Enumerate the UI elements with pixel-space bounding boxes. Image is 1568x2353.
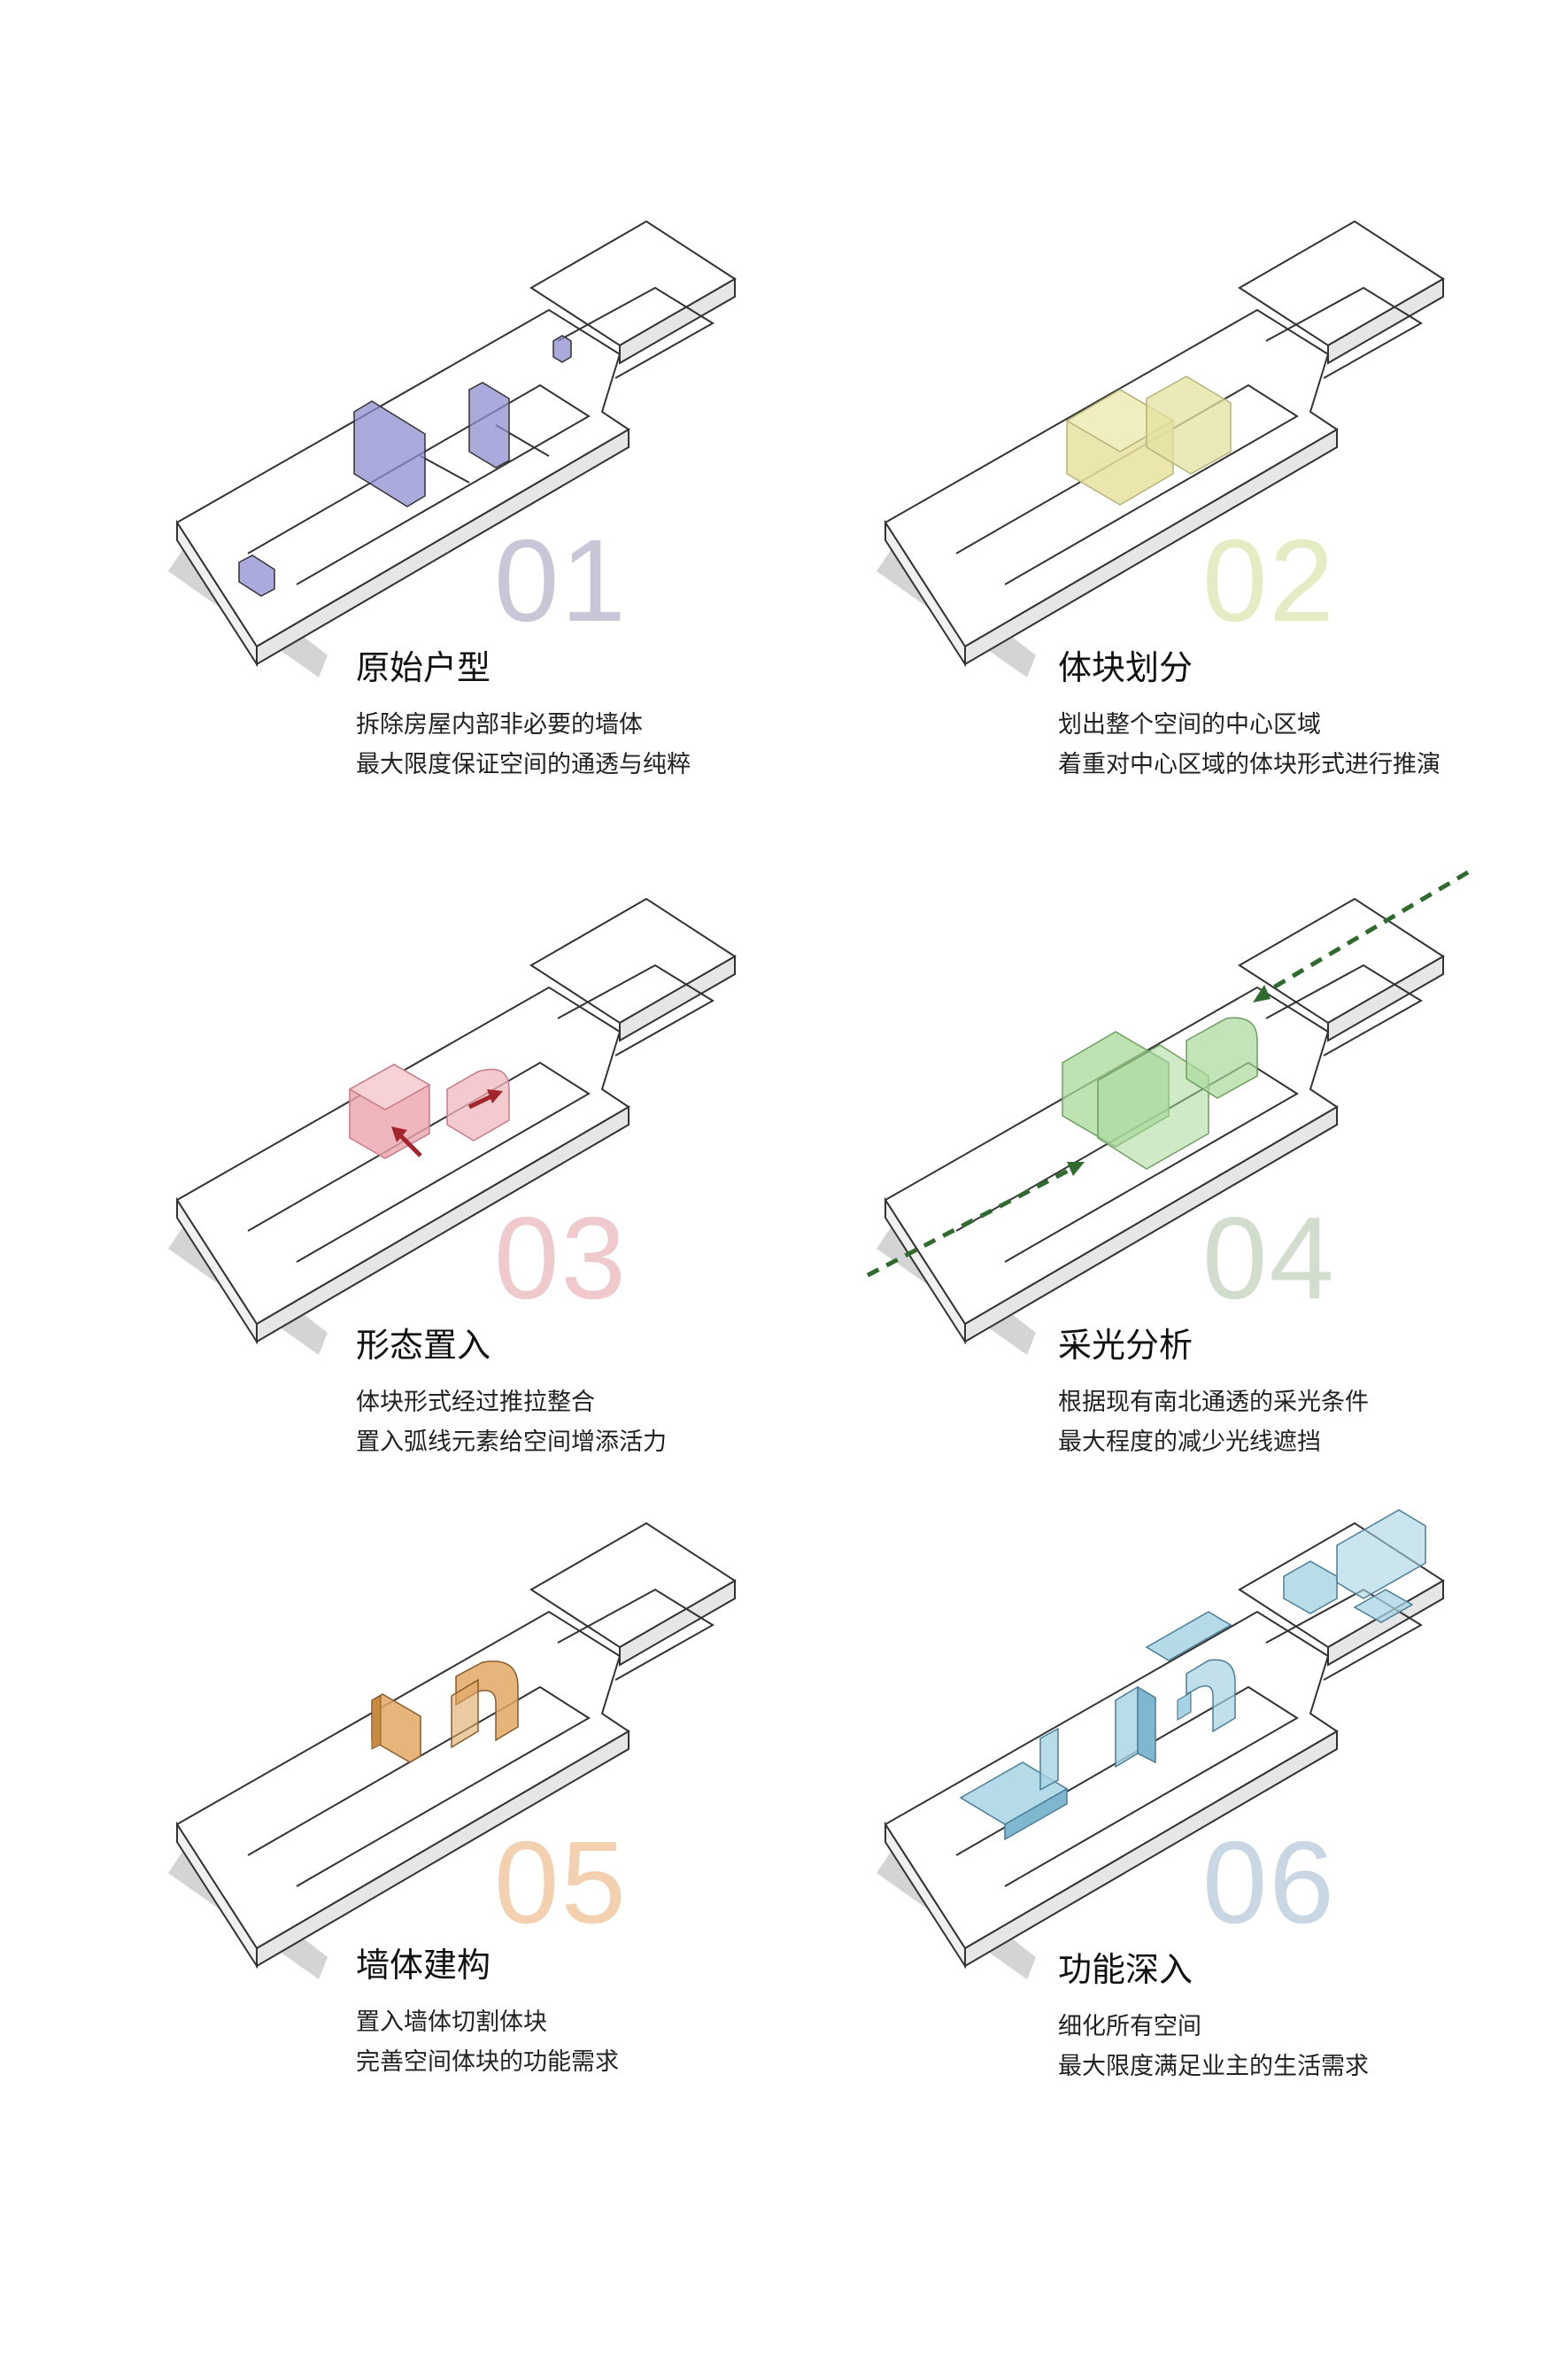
floorplan-diagram [877, 1509, 1445, 1979]
step-description-line-2: 完善空间体块的功能需求 [356, 2048, 619, 2076]
floorplan-diagram [877, 220, 1445, 677]
step-description-line-2: 置入弧线元素给空间增添活力 [356, 1428, 667, 1456]
step-description-line-1: 拆除房屋内部非必要的墙体 [356, 711, 643, 739]
step-number: 04 [1202, 1193, 1336, 1323]
step-description-line-1: 划出整个空间的中心区域 [1058, 711, 1321, 739]
step-number: 01 [494, 515, 628, 646]
floorplan-diagram [168, 1521, 737, 1979]
step-title: 体块划分 [1058, 648, 1193, 687]
step-description-line-1: 细化所有空间 [1058, 2013, 1201, 2040]
step-description-line-2: 着重对中心区域的体块形式进行推演 [1058, 751, 1441, 778]
step-number: 03 [494, 1193, 628, 1323]
step-description-line-2: 最大限度保证空间的通透与纯粹 [356, 751, 691, 778]
panel-06: 06 功能深入 细化所有空间 最大限度满足业主的生活需求 [815, 1474, 1541, 2218]
floorplan-diagram [866, 870, 1470, 1355]
panel-04: 04 采光分析 根据现有南北通透的采光条件 最大程度的减少光线遮挡 [815, 850, 1541, 1594]
step-description-line-2: 最大程度的减少光线遮挡 [1058, 1428, 1321, 1456]
step-description-line-2: 最大限度满足业主的生活需求 [1058, 2053, 1369, 2080]
step-number: 05 [494, 1817, 628, 1947]
floorplan-diagram [168, 897, 737, 1355]
step-title: 采光分析 [1058, 1326, 1193, 1365]
step-title: 功能深入 [1058, 1950, 1193, 1989]
step-description-line-1: 体块形式经过推拉整合 [356, 1389, 595, 1416]
step-number: 06 [1202, 1817, 1336, 1947]
step-title: 墙体建构 [356, 1946, 491, 1985]
step-description-line-1: 置入墙体切割体块 [356, 2009, 547, 2036]
step-title: 形态置入 [356, 1326, 491, 1365]
panel-03: 03 形态置入 体块形式经过推拉整合 置入弧线元素给空间增添活力 [106, 850, 832, 1594]
step-description-line-1: 根据现有南北通透的采光条件 [1058, 1389, 1369, 1416]
step-title: 原始户型 [356, 648, 491, 687]
panel-05: 05 墙体建构 置入墙体切割体块 完善空间体块的功能需求 [106, 1474, 832, 2218]
panel-01: 01 原始户型 拆除房屋内部非必要的墙体 最大限度保证空间的通透与纯粹 [106, 173, 832, 917]
floorplan-diagram [168, 220, 737, 677]
panel-02: 02 体块划分 划出整个空间的中心区域 着重对中心区域的体块形式进行推演 [815, 173, 1541, 917]
step-number: 02 [1202, 515, 1336, 646]
